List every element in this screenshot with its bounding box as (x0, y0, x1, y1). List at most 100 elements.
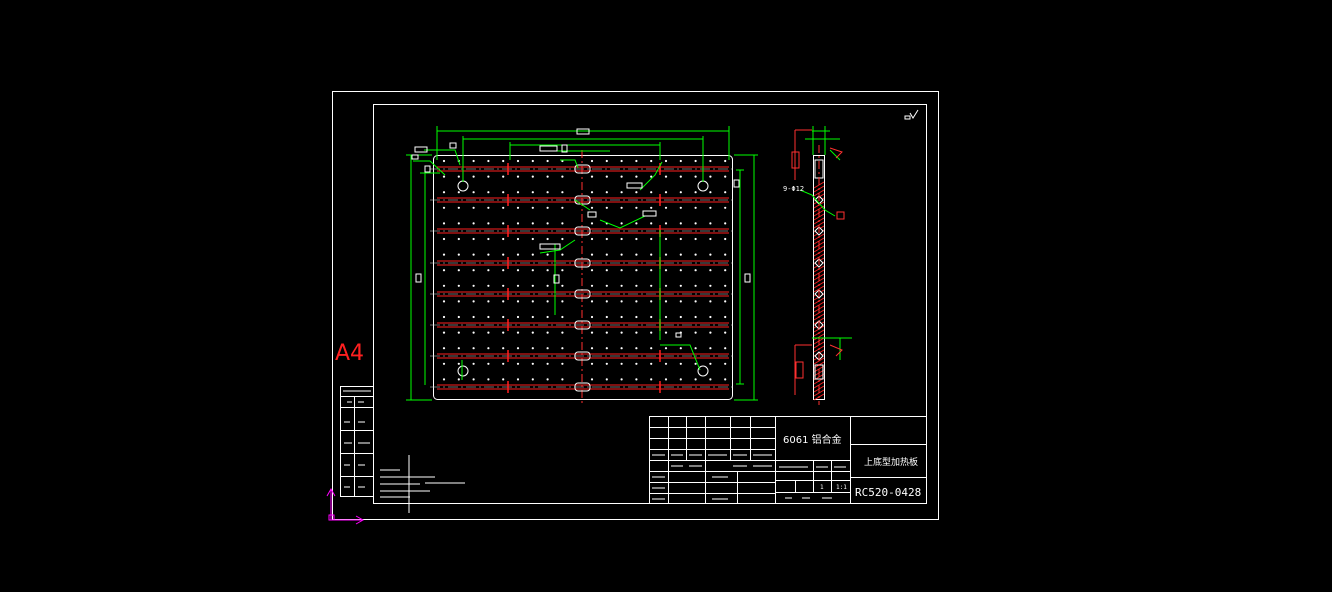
heater-channel-7 (430, 350, 736, 362)
grid-hole (442, 222, 446, 225)
grid-hole (709, 347, 712, 350)
grid-hole (620, 300, 623, 303)
grid-hole (709, 300, 712, 303)
grid-hole (516, 315, 520, 319)
title-block-small-headers (652, 454, 846, 500)
grid-hole (605, 347, 608, 350)
grid-hole (664, 206, 668, 209)
grid-hole (724, 237, 727, 241)
grid-hole (635, 300, 638, 303)
grid-hole (650, 347, 653, 350)
grid-hole (457, 300, 460, 303)
grid-hole (442, 315, 446, 319)
grid-hole (605, 269, 608, 272)
grid-hole (664, 378, 668, 381)
grid-hole (709, 175, 712, 178)
grid-hole (531, 315, 534, 319)
title-material: 6061 铝合金 (783, 433, 842, 446)
grid-hole (635, 269, 638, 272)
grid-hole (487, 269, 490, 272)
center-slot (574, 258, 591, 268)
grid-hole (724, 300, 727, 303)
grid-hole (487, 331, 490, 334)
grid-hole (516, 300, 520, 303)
grid-hole (546, 300, 549, 303)
grid-hole (694, 159, 697, 163)
grid-hole (694, 378, 697, 381)
grid-hole (546, 159, 549, 163)
grid-hole (472, 237, 475, 241)
grid-hole (457, 315, 460, 319)
grid-hole (679, 315, 682, 319)
outer-sheet-border (332, 91, 939, 520)
grid-hole (502, 378, 505, 381)
left-binding-column (340, 386, 374, 497)
grid-hole (620, 222, 623, 225)
grid-hole (709, 253, 712, 256)
grid-hole (442, 284, 446, 287)
grid-hole (679, 300, 682, 303)
grid-hole (442, 300, 446, 303)
grid-hole (724, 315, 727, 319)
grid-hole (561, 191, 564, 194)
grid-hole (502, 175, 505, 178)
grid-hole (516, 331, 520, 334)
grid-hole (694, 347, 697, 350)
grid-hole (442, 206, 446, 209)
grid-hole (694, 191, 697, 194)
grid-hole (635, 159, 638, 163)
grid-hole (635, 347, 638, 350)
center-slot (574, 320, 591, 330)
grid-hole (561, 284, 564, 287)
center-slot (574, 351, 591, 361)
grid-hole (472, 378, 475, 381)
grid-hole (664, 362, 668, 365)
grid-hole (590, 315, 594, 319)
grid-hole (650, 206, 653, 209)
plate-leader-lines (413, 149, 701, 371)
grid-hole (724, 347, 727, 350)
grid-hole (561, 222, 564, 225)
grid-hole (546, 191, 549, 194)
grid-hole (650, 362, 653, 365)
heater-channel-4 (430, 257, 736, 269)
grid-hole (694, 284, 697, 287)
grid-hole (516, 362, 520, 365)
grid-hole (561, 253, 564, 256)
grid-hole (635, 237, 638, 241)
grid-hole (620, 347, 623, 350)
grid-hole (620, 159, 623, 163)
grid-hole (724, 331, 727, 334)
grid-hole (502, 191, 505, 194)
grid-hole (650, 284, 653, 287)
heater-channel-1 (430, 163, 736, 175)
grid-hole (487, 175, 490, 178)
grid-hole (664, 237, 668, 241)
center-slot (574, 289, 591, 299)
grid-hole (472, 300, 475, 303)
dim-9-phi12: 9-Φ12 (783, 185, 804, 193)
grid-hole (724, 206, 727, 209)
grid-hole (487, 300, 490, 303)
grid-hole (546, 347, 549, 350)
grid-hole (442, 331, 446, 334)
dimension-text-boxes (411, 128, 751, 338)
grid-hole (664, 331, 668, 334)
grid-hole (502, 362, 505, 365)
grid-hole (502, 315, 505, 319)
grid-hole (546, 331, 549, 334)
grid-hole (531, 191, 534, 194)
grid-hole (620, 206, 623, 209)
grid-hole (502, 269, 505, 272)
grid-hole (650, 315, 653, 319)
grid-hole (516, 378, 520, 381)
grid-hole (694, 362, 697, 365)
grid-hole (590, 269, 594, 272)
grid-hole (457, 284, 460, 287)
grid-hole (664, 315, 668, 319)
grid-hole (531, 331, 534, 334)
grid-hole (561, 300, 564, 303)
grid-hole (502, 159, 505, 163)
grid-hole (590, 378, 594, 381)
